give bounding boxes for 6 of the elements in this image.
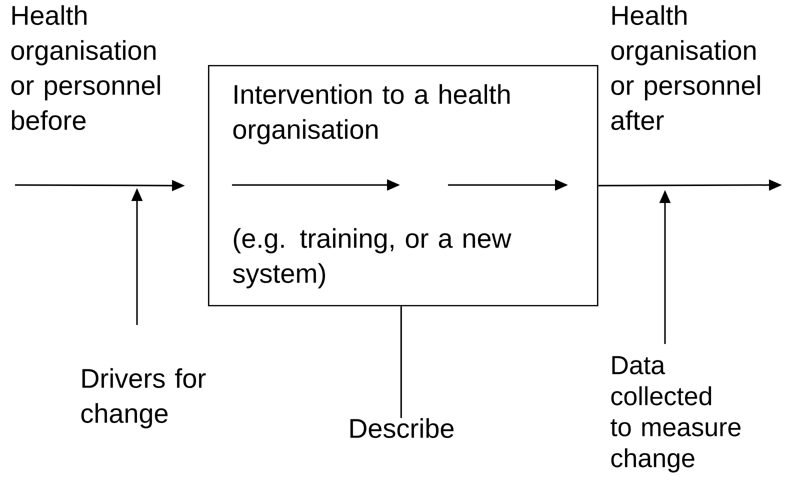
node-label: Health organisation or personnel before (11, 5, 160, 130)
node-label: Data collected to measure change (610, 356, 741, 472)
node-label: Drivers for change (81, 368, 206, 428)
process-box: Intervention to a health organisation (e.g. training, or a new system) (208, 65, 598, 306)
node-label: Describe (350, 418, 454, 438)
node-label: Health organisation or personnel after (611, 5, 760, 130)
